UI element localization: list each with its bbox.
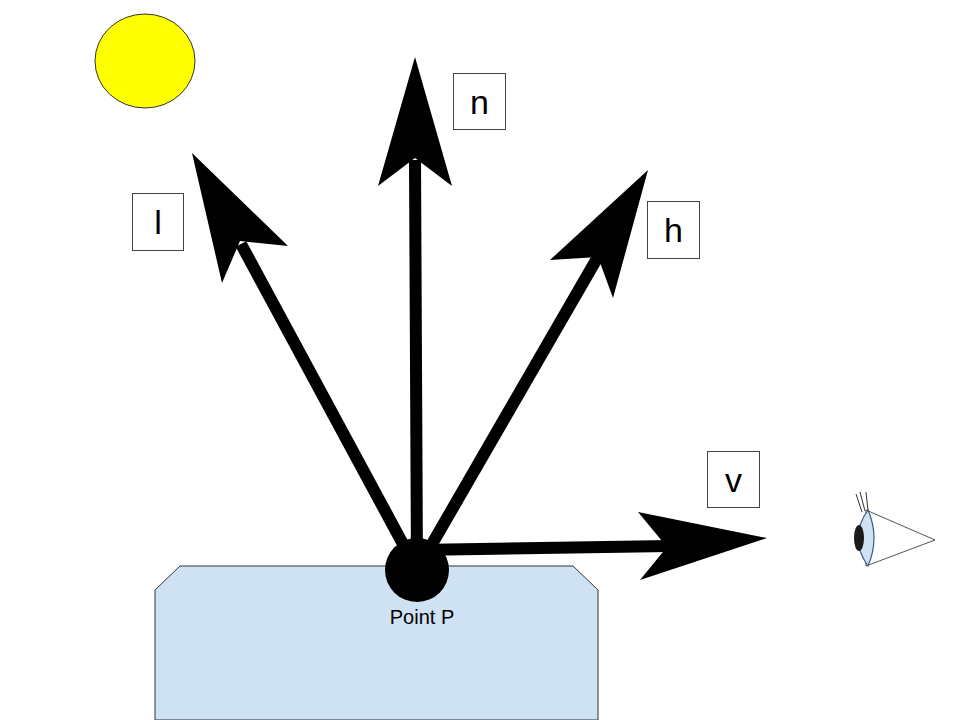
- sun: [95, 14, 195, 108]
- vector-label-box: h: [647, 201, 700, 259]
- normal-head: [378, 57, 452, 186]
- surface-block: [155, 566, 598, 720]
- normal-shaft: [415, 160, 417, 570]
- vector-label-box: v: [707, 451, 760, 508]
- half-shaft: [417, 255, 599, 570]
- point-label: Point P: [390, 607, 454, 627]
- vector-label-box: l: [132, 193, 184, 251]
- light-head: [192, 153, 288, 283]
- point-dot: [385, 538, 449, 602]
- view-head: [638, 512, 767, 580]
- vector-name: n: [470, 85, 489, 119]
- vector-name: l: [154, 205, 162, 239]
- vector-name: v: [725, 463, 742, 497]
- half-head: [550, 170, 648, 298]
- vector-label-box: n: [453, 73, 506, 130]
- light-shaft: [241, 244, 417, 570]
- eye-icon: [854, 492, 935, 566]
- view-shaft: [417, 546, 670, 550]
- vector-name: h: [664, 213, 683, 247]
- vector-arrows: [192, 57, 767, 580]
